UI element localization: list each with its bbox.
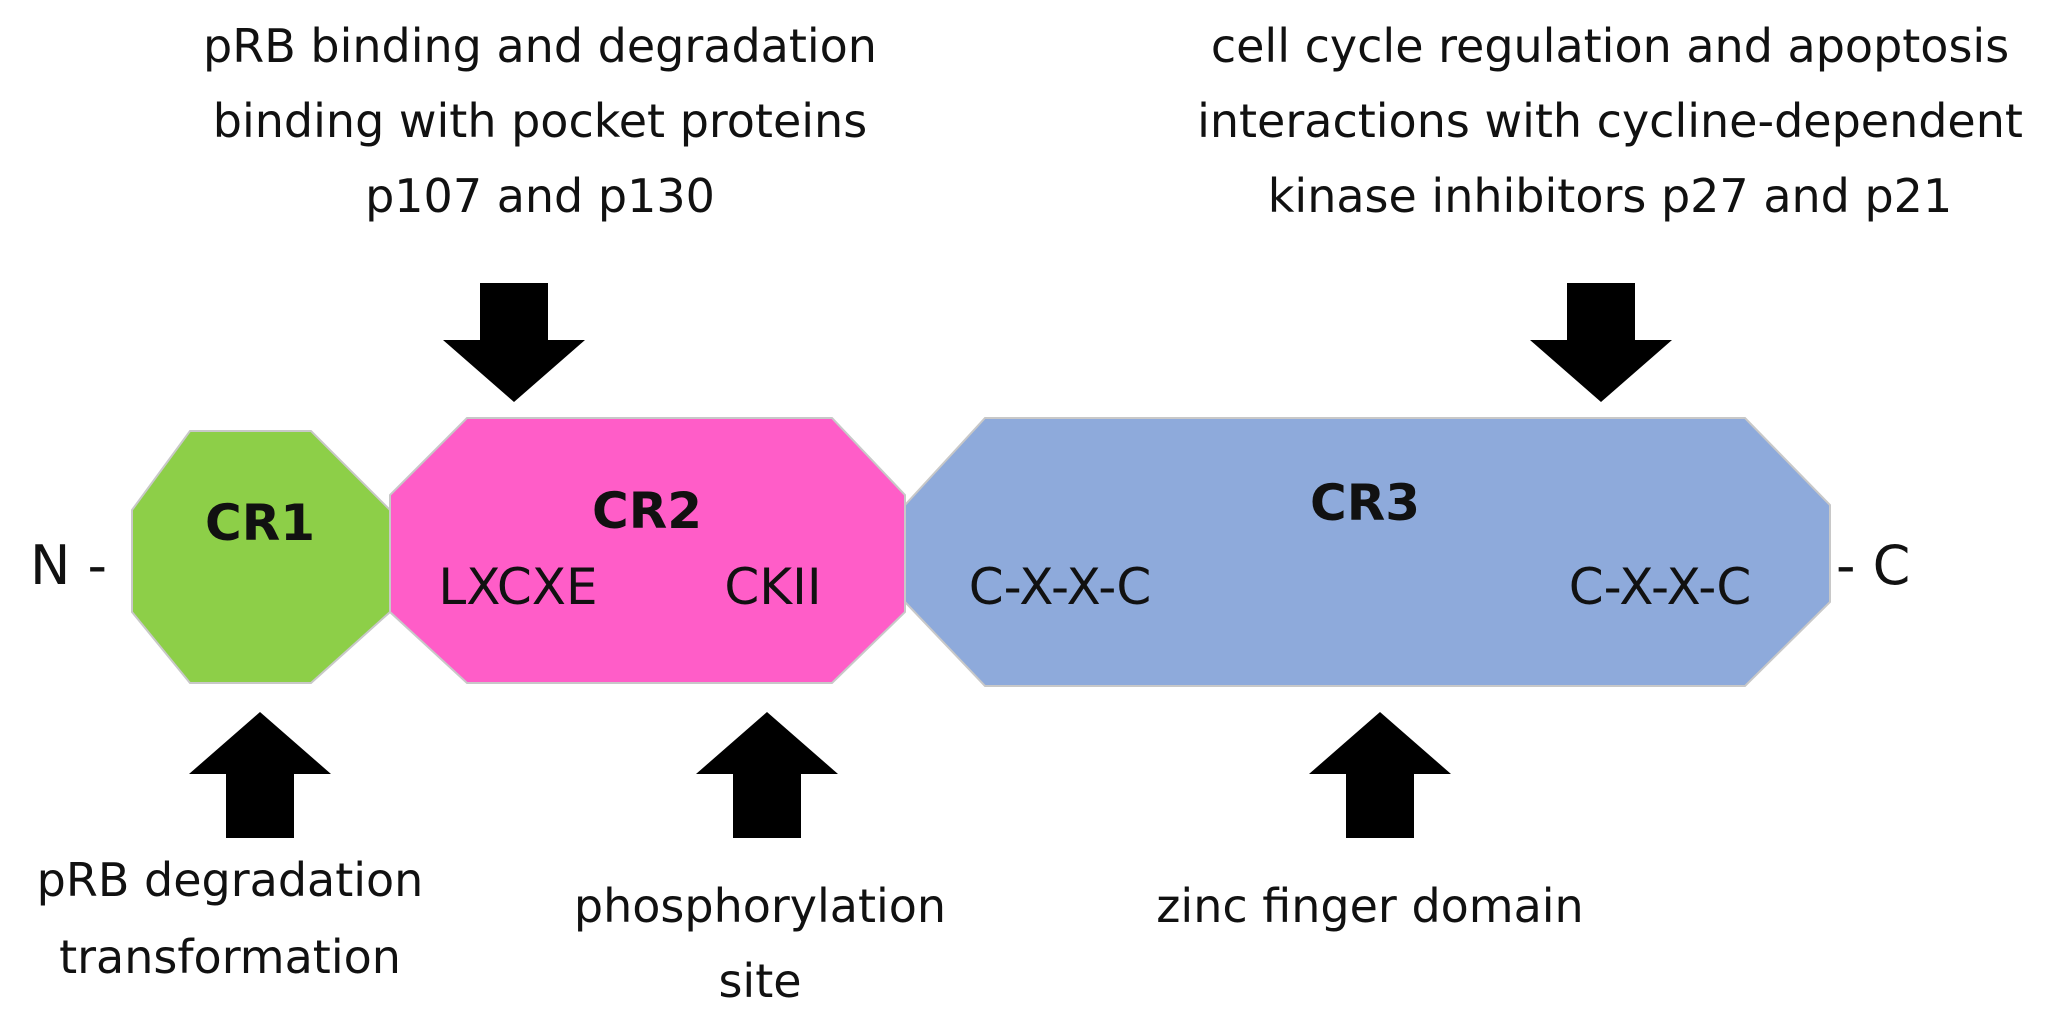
- up-arrow-icon-cr3: [1309, 712, 1451, 838]
- annotation-bottom-cr3: zinc finger domain: [1156, 879, 1583, 933]
- domain-cr2-title: CR2: [592, 482, 702, 540]
- domain-cr2-shape: [389, 417, 906, 684]
- motif-cxxc-left: C-X-X-C: [969, 558, 1152, 616]
- motif-ckii: CKII: [724, 558, 821, 616]
- motif-cxxc-right: C-X-X-C: [1569, 558, 1752, 616]
- down-arrow-icon-cr3: [1530, 283, 1672, 402]
- annotation-line: p107 and p130: [365, 169, 715, 223]
- annotation-top-cr3: cell cycle regulation and apoptosis inte…: [1197, 19, 2023, 223]
- up-arrow-icon-cr1: [189, 712, 331, 838]
- annotation-bottom-cr2: phosphorylation site: [574, 879, 946, 1008]
- n-terminal-label: N -: [30, 534, 107, 597]
- domain-cr3-shape: [904, 417, 1831, 687]
- annotation-line: interactions with cycline-dependent: [1197, 94, 2023, 148]
- annotation-line: pRB binding and degradation: [203, 19, 877, 73]
- motif-lxcxe: LXCXE: [438, 558, 597, 616]
- annotation-line: binding with pocket proteins: [213, 94, 867, 148]
- domain-cr1-shape: [131, 430, 391, 684]
- annotation-line: pRB degradation: [37, 853, 424, 907]
- annotation-line: transformation: [59, 930, 401, 984]
- c-terminal-label: - C: [1836, 534, 1910, 597]
- annotation-line: phosphorylation: [574, 879, 946, 933]
- annotation-bottom-cr1: pRB degradation transformation: [37, 853, 424, 984]
- annotation-line: cell cycle regulation and apoptosis: [1211, 19, 2009, 73]
- annotation-line: site: [718, 954, 801, 1008]
- down-arrow-icon-cr2: [443, 283, 585, 402]
- domain-cr1-title: CR1: [205, 494, 315, 552]
- up-arrow-icon-cr2: [696, 712, 838, 838]
- domain-cr3-title: CR3: [1310, 474, 1420, 532]
- annotation-line: kinase inhibitors p27 and p21: [1268, 169, 1952, 223]
- annotation-top-cr2: pRB binding and degradation binding with…: [203, 19, 877, 223]
- annotation-line: zinc finger domain: [1156, 879, 1583, 933]
